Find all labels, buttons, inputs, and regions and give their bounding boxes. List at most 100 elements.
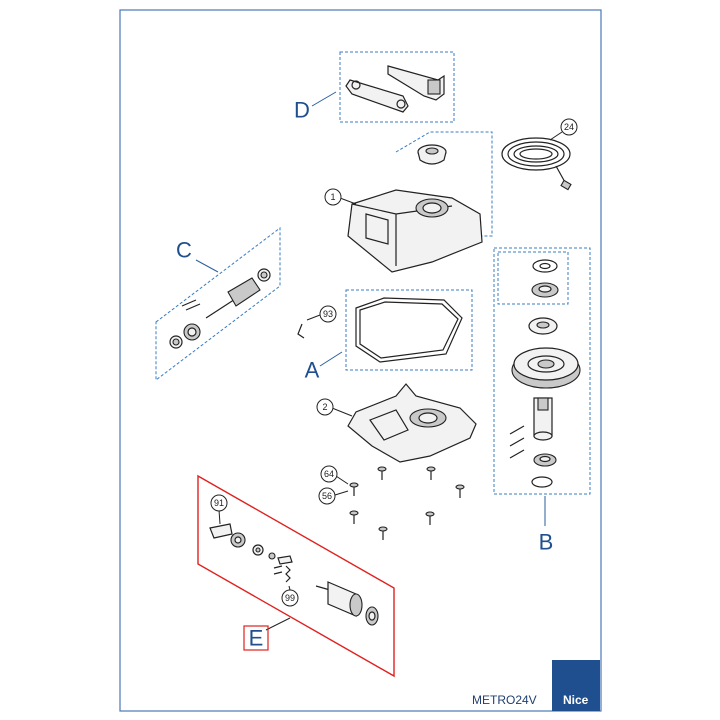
output-gear-hub — [527, 355, 565, 373]
keys-part — [509, 425, 525, 459]
small-clip-part — [268, 552, 276, 560]
part-99-number: 99 — [285, 593, 295, 603]
output-gear-bore — [537, 359, 555, 369]
group-a: A — [305, 289, 473, 383]
part-99-leader — [288, 585, 291, 591]
cable-coil — [507, 141, 565, 167]
brush-holder-part — [277, 555, 293, 565]
group-e-leader — [265, 617, 291, 631]
group-d-label: D — [294, 98, 310, 123]
part-2-leader — [331, 407, 353, 417]
group-e-label: E — [249, 626, 264, 651]
footer: METRO24V Nice — [472, 660, 600, 711]
lower-housing-pocket — [369, 409, 409, 441]
brush-part — [273, 565, 283, 575]
pin-93-shape — [297, 323, 305, 339]
screw-part — [425, 511, 435, 525]
lower-housing-bore — [418, 412, 438, 424]
group-a-label: A — [305, 358, 320, 383]
flat-bracket-part — [345, 79, 409, 113]
group-a-leader — [319, 351, 343, 367]
brand-logo-text: Nice — [563, 693, 589, 707]
upper-housing-body — [347, 189, 483, 273]
group-c-leader — [195, 259, 219, 273]
group-c: C — [155, 226, 281, 382]
part-64-number: 64 — [324, 469, 334, 479]
part-91-leader — [218, 509, 221, 525]
lower-housing-part: 2 — [316, 383, 477, 463]
cable-part: 24 — [501, 118, 578, 191]
screw-part — [426, 466, 436, 480]
part-2-number: 2 — [322, 402, 327, 412]
gasket-inner-edge — [359, 301, 459, 359]
group-b-label: B — [539, 530, 554, 555]
group-c-outline — [155, 226, 281, 382]
part-2-callout — [316, 398, 334, 416]
part-1-number: 1 — [330, 192, 335, 202]
screws-group: 64 56 — [318, 465, 465, 540]
screw-part — [377, 466, 387, 480]
shaft-bearing-bore — [260, 271, 268, 279]
part-64-callout — [320, 465, 338, 483]
part-24-callout — [560, 118, 578, 136]
angle-bracket-tab — [427, 79, 441, 95]
encoder-disc-bore — [234, 536, 242, 544]
part-24-number: 24 — [564, 122, 574, 132]
bracket-hole — [351, 80, 361, 90]
upper-housing-rib — [365, 213, 389, 245]
lower-housing-body — [347, 383, 477, 463]
model-name: METRO24V — [472, 693, 537, 707]
washer-hole — [539, 262, 551, 270]
motor-end-cap — [349, 593, 363, 617]
worm-gear-thread — [227, 277, 261, 307]
brand-logo-block — [552, 660, 600, 711]
upper-housing-part: 1 — [324, 188, 483, 273]
group-e-label-box — [243, 625, 269, 651]
group-d-outline — [339, 51, 455, 123]
part-93-leader — [306, 314, 321, 321]
group-e-outline — [197, 474, 395, 678]
screw-part — [455, 484, 465, 498]
upper-housing-bore — [422, 202, 442, 214]
pinion-base — [533, 431, 553, 441]
part-91-number: 91 — [214, 498, 224, 508]
cap-dash-path — [395, 131, 493, 237]
group-b-subbox — [497, 251, 569, 305]
small-washer-bore — [255, 547, 261, 553]
cap-body — [417, 151, 447, 165]
screw-part — [349, 482, 359, 496]
part-24-leader — [549, 131, 563, 141]
cable-coil-outer — [501, 137, 571, 171]
cap-hole — [425, 147, 439, 155]
cable-connector — [560, 179, 572, 191]
group-d: D — [294, 51, 455, 123]
diagram-frame — [119, 9, 602, 712]
pin-part-93: 93 — [297, 305, 337, 339]
bracket-hole — [396, 99, 406, 109]
shaft-bearing-bottom-bore — [172, 338, 180, 346]
screw-part — [378, 526, 388, 540]
cable-coil-inner — [519, 148, 553, 160]
spring-part — [285, 565, 291, 583]
encoder-part — [209, 523, 233, 539]
bearing-lower-bore — [536, 321, 550, 329]
part-56-callout — [318, 487, 336, 505]
part-93-number: 93 — [323, 309, 333, 319]
group-d-leader — [311, 91, 337, 107]
screw-part — [349, 510, 359, 524]
circlip-part — [531, 476, 553, 488]
part-99-callout — [281, 589, 299, 607]
group-a-outline — [345, 289, 473, 371]
washer-part — [532, 259, 558, 273]
cap-assembly — [395, 131, 493, 237]
part-93-callout — [319, 305, 337, 323]
motor-bearing-bore — [368, 611, 376, 621]
part-1-leader — [339, 197, 357, 205]
gasket-part — [355, 297, 463, 363]
part-1-callout — [324, 188, 342, 206]
group-b: B — [493, 247, 591, 555]
group-e: 91 99 E — [197, 474, 395, 678]
group-b-outline — [493, 247, 591, 495]
part-64-leader — [335, 475, 349, 485]
